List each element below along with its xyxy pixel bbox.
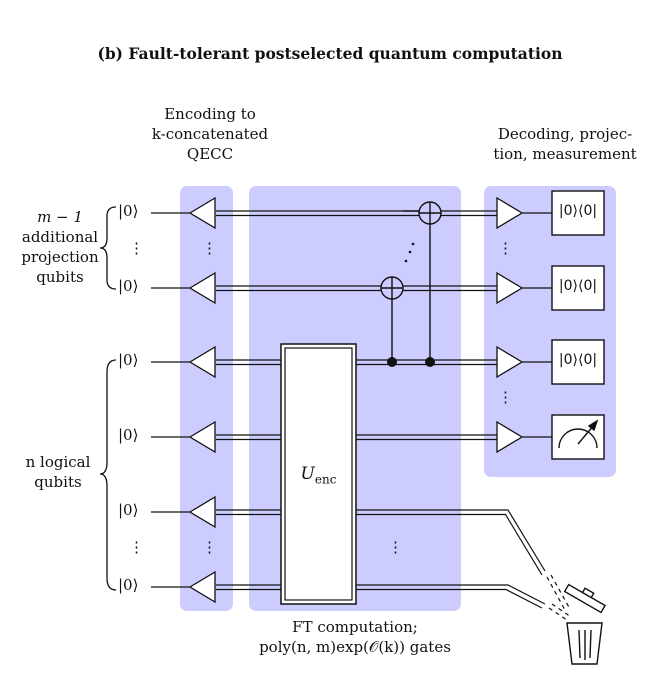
- input-ket: |0⟩: [118, 351, 139, 369]
- vdots: ⋮: [129, 239, 144, 257]
- ddot: [408, 250, 412, 254]
- encoder-triangles: [188, 196, 216, 604]
- encoding-header: Encoding to k-concatenated QECC: [130, 104, 290, 164]
- discard-wire: [356, 588, 543, 609]
- trash-can-icon: [563, 583, 607, 665]
- projection-label-line2: additional: [21, 228, 99, 246]
- input-ket: |0⟩: [118, 277, 139, 295]
- logical-label-line2: qubits: [34, 473, 82, 491]
- input-ket: |0⟩: [118, 501, 139, 519]
- projection-brace: [99, 206, 117, 290]
- discard-spill: [546, 574, 572, 621]
- vdots: ⋮: [388, 538, 403, 556]
- decoder-triangle: [496, 420, 524, 454]
- projection-label-line1: m − 1: [37, 208, 83, 226]
- projection-label-line4: qubits: [36, 268, 84, 286]
- encoding-header-line1: Encoding to: [164, 105, 256, 123]
- projector-box: [551, 265, 605, 311]
- projector-label: |0⟩⟨0|: [558, 352, 598, 368]
- uenc-gate-inner: [284, 347, 353, 601]
- uenc-label-sub: enc: [314, 472, 337, 487]
- projector-box: [551, 190, 605, 236]
- measurement-meter-icon: [558, 419, 599, 449]
- encoding-header-line3: QECC: [186, 145, 234, 163]
- cnot-gates: [380, 201, 442, 362]
- logical-qubits-label: n logical qubits: [8, 452, 108, 492]
- encoder-triangle: [188, 570, 216, 604]
- decoding-header-line1: Decoding, projec-: [497, 125, 633, 143]
- diagonal-dots: [404, 242, 415, 263]
- decoder-triangle: [496, 271, 524, 305]
- input-ket: |0⟩: [118, 426, 139, 444]
- projection-qubits-label: m − 1 additional projection qubits: [10, 207, 110, 287]
- encoded-wires: [216, 210, 546, 609]
- discard-wire: [356, 509, 546, 572]
- projection-label-line3: projection: [21, 248, 99, 266]
- ft-computation-caption: FT computation; poly(n, m)exp(𝒪(k)) gate…: [200, 617, 510, 657]
- encoder-triangle: [188, 495, 216, 529]
- figure-title: (b) Fault-tolerant postselected quantum …: [97, 44, 563, 63]
- projector-label: |0⟩⟨0|: [558, 203, 598, 219]
- spill-dash: [551, 603, 572, 618]
- vdots: ⋮: [498, 388, 513, 406]
- encoder-triangle: [188, 271, 216, 305]
- decoding-header: Decoding, projec- tion, measurement: [475, 124, 655, 164]
- logical-brace: [99, 359, 117, 591]
- vdots: ⋮: [129, 538, 144, 556]
- projector-label: |0⟩⟨0|: [558, 278, 598, 294]
- uenc-label: Uenc: [281, 464, 356, 486]
- input-ket: |0⟩: [118, 576, 139, 594]
- spill-dash: [546, 576, 567, 613]
- uenc-label-main: U: [300, 464, 315, 484]
- discard-wire: [356, 584, 546, 605]
- input-wires: [151, 212, 190, 588]
- encoder-triangle: [188, 420, 216, 454]
- vdots: ⋮: [202, 538, 217, 556]
- spill-dash: [548, 607, 568, 621]
- vdots: ⋮: [498, 239, 513, 257]
- input-ket: |0⟩: [118, 202, 139, 220]
- encoder-triangle: [188, 345, 216, 379]
- encoding-panel: [180, 186, 233, 611]
- ddot: [404, 259, 408, 263]
- projector-box: [551, 339, 605, 385]
- encoding-header-line2: k-concatenated: [151, 125, 269, 143]
- decoder-triangle: [496, 345, 524, 379]
- encoder-triangle: [188, 196, 216, 230]
- decoding-panel: [484, 186, 616, 477]
- cnot-control-dot: [387, 357, 397, 367]
- cnot-control-dot: [425, 357, 435, 367]
- ddot: [411, 242, 415, 246]
- spill-dash: [550, 574, 571, 610]
- logical-label-line1: n logical: [25, 453, 91, 471]
- discard-wire: [356, 513, 543, 576]
- caption-line2: poly(n, m)exp(𝒪(k)) gates: [259, 638, 451, 656]
- decoder-triangle: [496, 196, 524, 230]
- caption-line1: FT computation;: [292, 618, 418, 636]
- vdots: ⋮: [202, 239, 217, 257]
- decoder-triangles: [496, 196, 524, 454]
- decoding-header-line2: tion, measurement: [493, 145, 637, 163]
